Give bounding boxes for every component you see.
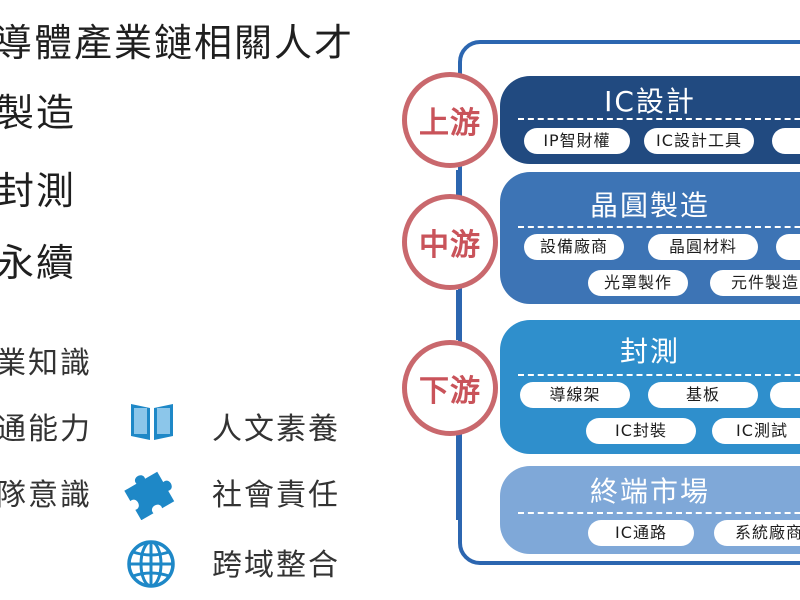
diagram-frame (458, 40, 800, 565)
topic-manufacturing: 製造 (0, 91, 77, 135)
circle-downstream: 下游 (402, 340, 498, 436)
pill-component-manufacturing: 元件製造 (710, 270, 800, 296)
heading-text: 導體產業鏈相關人才 (0, 21, 355, 65)
circle-label: 上游 (419, 106, 481, 141)
dashed-divider (518, 118, 800, 120)
stage-title: 封測 (619, 335, 680, 368)
pill-wafer-material: 晶圓材料 (648, 234, 758, 260)
dashed-divider (518, 226, 800, 228)
pill-ip: IP智財權 (524, 128, 630, 154)
pill-ic-distribution: IC通路 (588, 520, 694, 546)
pill-partial (776, 234, 800, 260)
dashed-divider (518, 512, 800, 514)
trait-cross-domain: 跨域整合 (212, 548, 340, 583)
dashed-divider (518, 374, 800, 376)
circle-label: 中游 (419, 228, 481, 263)
pill-leadframe: 導線架 (520, 382, 630, 408)
stage-title: IC設計 (604, 85, 696, 118)
trait-humanities: 人文素養 (212, 412, 340, 447)
globe-icon (125, 538, 177, 594)
stage-upstream: IC設計 IP智財權 IC設計工具 (500, 76, 800, 164)
puzzle-icon (122, 466, 180, 524)
pill-photomask: 光罩製作 (588, 270, 688, 296)
connector-line (456, 430, 460, 520)
skill-knowledge: 業知識 (0, 346, 92, 381)
pill-ic-packaging: IC封裝 (586, 418, 696, 444)
trait-social-responsibility: 社會責任 (212, 478, 340, 513)
stage-midstream: 晶圓製造 設備廠商 晶圓材料 光罩製作 元件製造 (500, 172, 800, 304)
pill-system-vendor: 系統廠商 (714, 520, 800, 546)
topic-sustainability: 永續 (0, 241, 77, 285)
pill-ic-design-tools: IC設計工具 (644, 128, 754, 154)
book-icon (128, 400, 176, 446)
pill-substrate: 基板 (648, 382, 758, 408)
stage-title: 終端市場 (589, 475, 710, 508)
pill-ic-partial: IC (770, 382, 800, 408)
stage-end-market: 終端市場 IC通路 系統廠商 (500, 466, 800, 554)
circle-midstream: 中游 (402, 194, 498, 290)
pill-partial (772, 128, 800, 154)
connector-line (456, 170, 460, 200)
stage-title: 晶圓製造 (589, 189, 710, 222)
connector-line (456, 290, 460, 340)
topic-packaging-testing: 封測 (0, 169, 77, 213)
pill-equipment: 設備廠商 (524, 234, 624, 260)
circle-label: 下游 (419, 374, 481, 409)
pill-ic-testing: IC測試 (712, 418, 800, 444)
stage-downstream: 封測 導線架 基板 IC IC封裝 IC測試 (500, 320, 800, 454)
skill-teamwork: 隊意識 (0, 478, 92, 513)
circle-upstream: 上游 (402, 72, 498, 168)
skill-communication: 通能力 (0, 412, 92, 447)
